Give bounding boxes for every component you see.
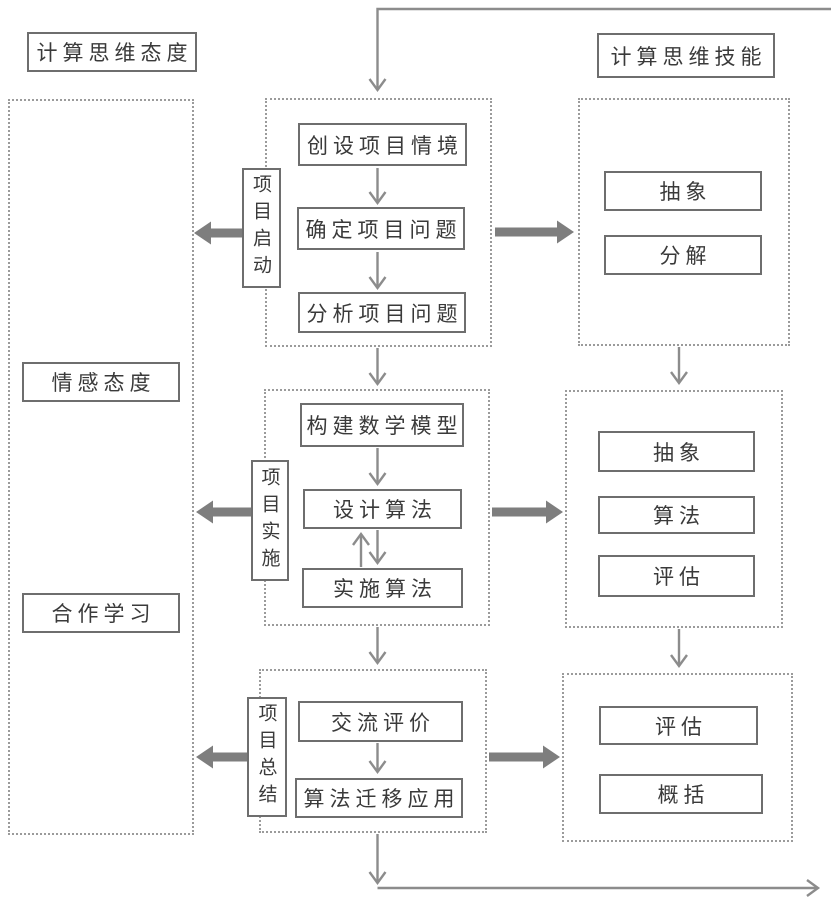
step-define-problem: 确定项目问题 xyxy=(297,207,465,250)
block-arrow-summary-skills xyxy=(489,745,560,769)
attitude-item-emotion: 情感态度 xyxy=(22,362,180,402)
step-analyze-problem: 分析项目问题 xyxy=(298,292,466,333)
step-implement-algorithm: 实施算法 xyxy=(302,568,463,608)
attitude-panel xyxy=(8,99,194,835)
skills-group-2 xyxy=(565,390,783,628)
stage-label-launch: 项目启动 xyxy=(242,168,281,288)
step-design-algorithm: 设计算法 xyxy=(303,489,462,529)
skills-header: 计算思维技能 xyxy=(597,33,775,78)
stage-label-summary: 项目总结 xyxy=(247,697,287,817)
skill-abstraction-2: 抽象 xyxy=(598,431,755,472)
skill-generalization: 概括 xyxy=(599,774,763,814)
attitude-item-cooperation: 合作学习 xyxy=(22,593,180,633)
skill-decomposition: 分解 xyxy=(604,235,762,275)
skill-evaluation-1: 评估 xyxy=(598,555,755,597)
stage-label-implement: 项目实施 xyxy=(251,460,289,581)
step-build-model: 构建数学模型 xyxy=(300,403,464,447)
skill-algorithm: 算法 xyxy=(598,496,755,534)
step-communicate-evaluate: 交流评价 xyxy=(298,701,463,742)
step-transfer-apply: 算法迁移应用 xyxy=(295,778,463,818)
attitude-header: 计算思维态度 xyxy=(27,32,197,72)
block-arrow-implement-attitude xyxy=(196,500,251,524)
block-arrow-summary-attitude xyxy=(196,745,247,769)
skills-group-3 xyxy=(562,673,793,842)
skill-abstraction-1: 抽象 xyxy=(604,171,762,211)
block-arrow-launch-attitude xyxy=(194,221,242,245)
block-arrow-launch-skills xyxy=(495,220,574,244)
skills-group-1 xyxy=(578,98,790,346)
step-create-context: 创设项目情境 xyxy=(298,123,467,166)
skill-evaluation-2: 评估 xyxy=(599,706,758,745)
block-arrow-implement-skills xyxy=(492,500,563,524)
